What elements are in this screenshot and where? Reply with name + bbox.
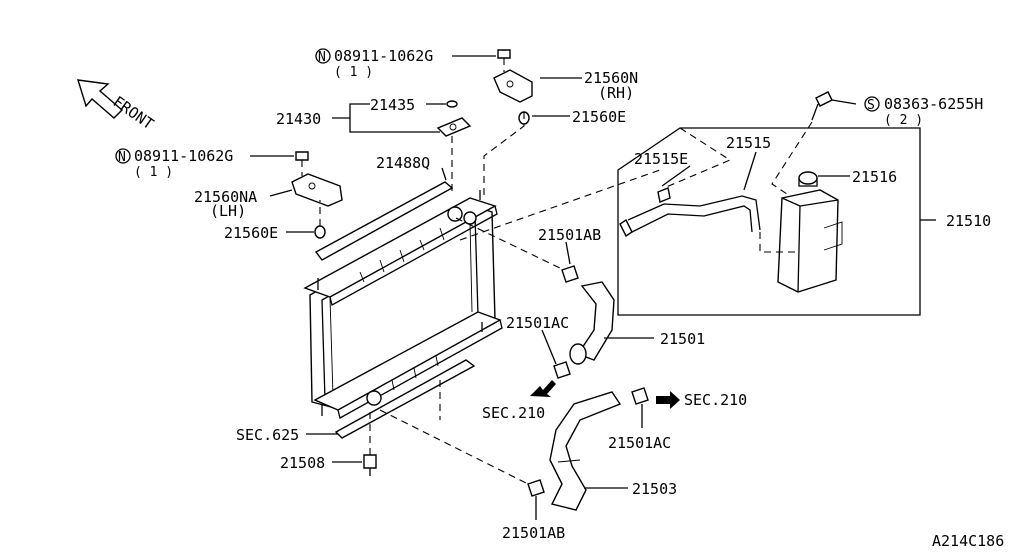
- prefix-s-icon: S: [867, 98, 875, 113]
- label-21501AB-bottom: 21501AB: [502, 524, 565, 542]
- clamp-21501AC-right: [631, 387, 649, 405]
- reservoir-cap-21516: [798, 171, 818, 187]
- label-21515E: 21515E: [634, 150, 688, 168]
- leader-lines: [250, 55, 936, 520]
- label-21515: 21515: [726, 134, 771, 152]
- mount-bracket-lh-21560NA: [291, 173, 343, 207]
- part-qty: ( 1 ): [134, 165, 173, 180]
- hose-clamp-21515E: [657, 187, 671, 203]
- part-number: 08911-1062G: [134, 147, 233, 165]
- callout-s-bolt: S 08363-6255H ( 2 ): [864, 95, 983, 128]
- callout-n-bolt-left: N 08911-1062G ( 1 ): [115, 147, 233, 180]
- radiator-core: [303, 190, 503, 419]
- clamp-21501AB-bottom: [527, 479, 545, 497]
- label-21560N: 21560N: [584, 69, 638, 87]
- sec210-arrow-left-icon: [530, 380, 556, 397]
- clamp-21501AB-top: [561, 265, 579, 283]
- mount-bracket-rh-21560N: [493, 69, 533, 103]
- label-21510: 21510: [946, 212, 991, 230]
- label-21435: 21435: [370, 96, 415, 114]
- label-sec625: SEC.625: [236, 426, 299, 444]
- gasket-21435: [446, 100, 458, 108]
- part-number: 08911-1062G: [334, 47, 433, 65]
- label-sec210-right: SEC.210: [684, 391, 747, 409]
- guide-lines: [301, 58, 813, 485]
- label-21560N-side: (RH): [598, 84, 634, 102]
- label-21560E-left: 21560E: [224, 224, 278, 242]
- part-qty: ( 1 ): [334, 65, 373, 80]
- label-21501AC-left: 21501AC: [506, 314, 569, 332]
- label-21516: 21516: [852, 168, 897, 186]
- label-21508: 21508: [280, 454, 325, 472]
- drain-plug-21508: [363, 454, 377, 476]
- bolt-left: [295, 151, 309, 161]
- part-qty: ( 2 ): [884, 113, 923, 128]
- label-21430: 21430: [276, 110, 321, 128]
- reservoir-group-box: [617, 127, 921, 316]
- label-21560NA-side: (LH): [210, 202, 246, 220]
- reservoir-hose-21515: [619, 195, 761, 238]
- front-arrow-icon: [77, 79, 124, 119]
- bolt-s-08363: [811, 91, 833, 121]
- label-21560E-top: 21560E: [572, 108, 626, 126]
- reservoir-tank-21510: [777, 189, 843, 293]
- cap-21430: [436, 117, 472, 137]
- label-21488Q: 21488Q: [376, 154, 430, 172]
- bolt-top: [497, 49, 511, 59]
- lower-hose-21503: [549, 391, 622, 511]
- label-21501AC-right: 21501AC: [608, 434, 671, 452]
- prefix-n-icon: N: [318, 50, 326, 65]
- grommet-21560E-left: [314, 225, 326, 239]
- label-21503: 21503: [632, 480, 677, 498]
- label-sec210-left: SEC.210: [482, 404, 545, 422]
- label-21560NA: 21560NA: [194, 188, 257, 206]
- upper-hose-21501: [569, 281, 615, 365]
- prefix-n-icon: N: [118, 150, 126, 165]
- callout-n-bolt-top: N 08911-1062G ( 1 ): [315, 47, 433, 80]
- label-21501: 21501: [660, 330, 705, 348]
- part-number: 08363-6255H: [884, 95, 983, 113]
- diagram-id: A214C186: [932, 532, 1004, 550]
- label-21501AB-top: 21501AB: [538, 226, 601, 244]
- clamp-21501AC-left: [553, 361, 571, 379]
- sec210-arrow-right-icon: [656, 391, 680, 409]
